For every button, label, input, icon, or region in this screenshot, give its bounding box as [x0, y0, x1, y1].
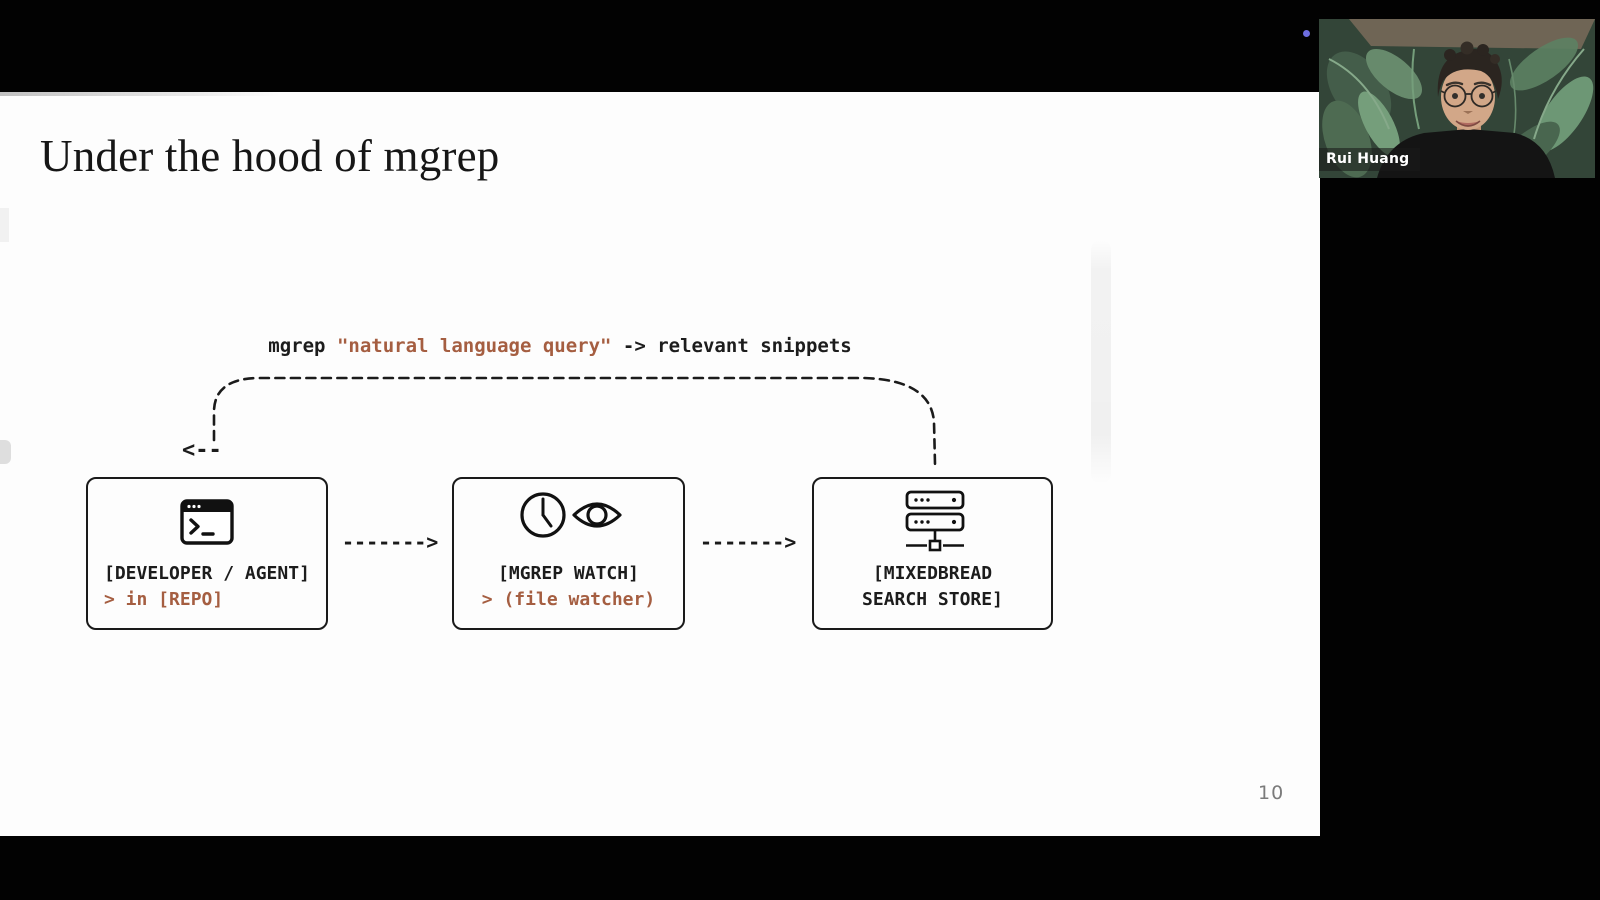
box-label: [MGREP WATCH] [498, 563, 639, 584]
flow-arrow-watch-to-store: -------> [700, 530, 797, 554]
query-highlight: "natural language query" [336, 335, 612, 357]
participant-person [1377, 41, 1555, 178]
clock-icon [520, 492, 566, 538]
edge-artifact [0, 208, 9, 242]
slide-title: Under the hood of mgrep [40, 131, 500, 181]
page-number: 10 [1258, 782, 1285, 804]
scrollbar-ghost-artifact [1091, 240, 1111, 484]
query-suffix: -> relevant snippets [611, 335, 852, 357]
query-annotation: mgrep "natural language query" -> releva… [268, 335, 851, 357]
watch-icons [520, 492, 622, 538]
query-prefix: mgrep [268, 335, 337, 357]
edge-artifact [0, 440, 11, 464]
return-arrow-head: <-- [182, 438, 222, 463]
return-arrow-path [212, 376, 937, 466]
notification-dot [1303, 30, 1310, 37]
presentation-slide: Under the hood of mgrep mgrep "natural l… [0, 92, 1320, 836]
diagram-box-mgrep-watch: [MGREP WATCH] > (file watcher) [452, 477, 685, 630]
box-sublabel: > in [REPO] [104, 589, 224, 610]
box-label: [DEVELOPER / AGENT] [104, 563, 310, 584]
compression-artifact-line [0, 92, 280, 96]
server-stack-icon [905, 490, 965, 552]
terminal-icon [180, 499, 234, 545]
webcam-tile[interactable]: Rui Huang [1319, 19, 1595, 178]
participant-name-label: Rui Huang [1319, 148, 1421, 171]
eye-icon [572, 502, 622, 528]
diagram-box-developer-agent: [DEVELOPER / AGENT] > in [REPO] [86, 477, 328, 630]
flow-arrow-developer-to-watch: -------> [342, 530, 439, 554]
ceiling [1349, 19, 1595, 49]
box-sublabel: > (file watcher) [481, 589, 656, 610]
